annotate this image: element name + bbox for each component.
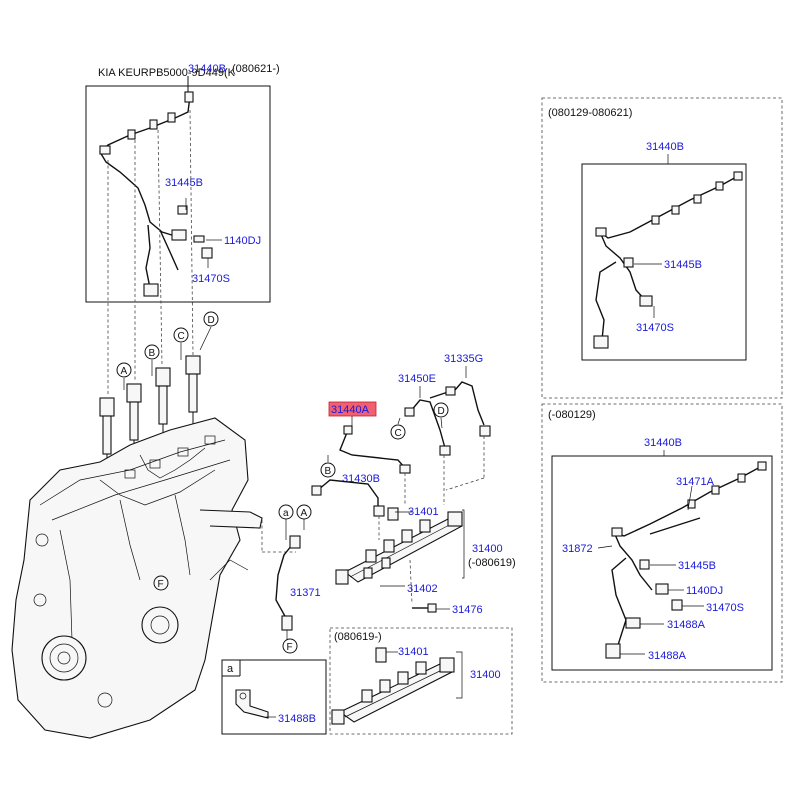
engine-letter-F[interactable]: F <box>153 575 169 591</box>
part-31445B-right-bottom[interactable]: 31445B <box>678 560 716 572</box>
part-31470S-main[interactable]: 31470S <box>192 273 230 285</box>
part-31440B-right-bottom[interactable]: 31440B <box>644 437 682 449</box>
svg-text:B: B <box>149 348 156 359</box>
bolt-31476[interactable] <box>412 603 437 613</box>
injector-2[interactable] <box>126 383 142 454</box>
pipe-31335G[interactable] <box>454 381 485 426</box>
bracket-31488B[interactable] <box>235 689 269 719</box>
right-top-date: (080129-080621) <box>548 107 632 119</box>
injector-4[interactable] <box>185 355 201 426</box>
right-top-inner-box <box>581 163 747 361</box>
right-bottom-harness-drawing <box>605 461 767 659</box>
high-pressure-pipes: 31440A 31450E 31335G 31430B B <box>275 353 491 654</box>
bracket-box <box>221 659 327 735</box>
part-31872[interactable]: 31872 <box>562 543 593 555</box>
right-bottom-date: (-080129) <box>548 409 596 421</box>
pipe-31450E[interactable] <box>409 399 446 449</box>
svg-text:A: A <box>121 366 128 377</box>
injector-3[interactable] <box>155 367 171 438</box>
part-1140DJ-main[interactable]: 1140DJ <box>224 235 261 247</box>
fuel-rail-early[interactable] <box>335 507 464 585</box>
rail-box <box>329 627 513 735</box>
pipe-letter-C[interactable]: C <box>390 424 406 440</box>
part-31401-railbox[interactable]: 31401 <box>398 646 429 658</box>
right-top-outer-box <box>541 97 783 399</box>
part-31488A-lower[interactable]: 31488A <box>648 650 687 662</box>
injectors-group: A B C D <box>99 311 219 468</box>
part-31402[interactable]: 31402 <box>407 583 438 595</box>
part-31400-railbox[interactable]: 31400 <box>470 669 501 681</box>
right-top-harness-drawing <box>593 171 743 349</box>
right-bottom-inner-box <box>551 455 773 671</box>
part-31470S-right-bottom[interactable]: 31470S <box>706 602 744 614</box>
part-31476[interactable]: 31476 <box>452 604 483 616</box>
part-31401-center[interactable]: 31401 <box>408 506 439 518</box>
main-harness-group: KIA KEURPB5000-9D449(K 31440B (080621-) … <box>85 63 280 395</box>
part-31440B-main[interactable]: 31440B <box>188 63 226 75</box>
pipe-letter-A[interactable]: A <box>296 504 312 520</box>
part-31400-center[interactable]: 31400 <box>472 543 503 555</box>
right-top-group: (080129-080621) 31440B 31445B 31470S <box>541 97 783 399</box>
main-harness-date: (080621-) <box>232 63 280 75</box>
injector-letter-B[interactable]: B <box>144 344 160 360</box>
part-31488B[interactable]: 31488B <box>278 713 316 725</box>
highlight-31440A <box>328 401 377 417</box>
injector-letter-C[interactable]: C <box>173 327 189 343</box>
pipe-letter-a[interactable]: a <box>278 504 294 520</box>
svg-text:C: C <box>178 331 185 342</box>
part-31488A-upper[interactable]: 31488A <box>667 619 706 631</box>
pipe-31430B[interactable] <box>317 479 379 508</box>
rail-box-date: (080619-) <box>334 631 382 643</box>
svg-text:F: F <box>158 579 164 590</box>
part-1140DJ-right-bottom[interactable]: 1140DJ <box>686 585 723 597</box>
injector-letter-A[interactable]: A <box>116 362 132 378</box>
part-31450E[interactable]: 31450E <box>398 373 436 385</box>
rail-box-group: (080619-) 31401 31400 <box>329 627 513 735</box>
part-31440B-right-top[interactable]: 31440B <box>646 141 684 153</box>
engine-block[interactable] <box>11 417 263 739</box>
svg-text:F: F <box>287 642 293 653</box>
part-31445B-right-top[interactable]: 31445B <box>664 259 702 271</box>
pipe-letter-F[interactable]: F <box>282 638 298 654</box>
model-note-label: KIA KEURPB5000-9D449(K <box>98 67 236 79</box>
pipe-letter-B[interactable]: B <box>320 462 336 478</box>
fuel-rail-late[interactable] <box>331 647 455 725</box>
svg-text:D: D <box>208 315 215 326</box>
pipe-31371[interactable] <box>275 539 297 619</box>
main-harness-drawing <box>99 91 213 297</box>
part-31440A[interactable]: 31440A <box>331 404 370 416</box>
svg-text:a: a <box>283 508 289 519</box>
main-harness-box <box>85 85 271 303</box>
part-31445B-main[interactable]: 31445B <box>165 177 203 189</box>
part-31471A[interactable]: 31471A <box>676 476 715 488</box>
bracket-box-letter: a <box>227 663 234 675</box>
svg-text:D: D <box>438 406 445 417</box>
part-31335G[interactable]: 31335G <box>444 353 483 365</box>
svg-text:A: A <box>301 508 308 519</box>
right-bottom-group: (-080129) 31440B 31471A 31872 31445B 114… <box>541 403 783 683</box>
bracket-box-group: a 31488B <box>221 659 327 735</box>
part-31371[interactable]: 31371 <box>290 587 321 599</box>
part-31400-date: (-080619) <box>468 557 516 569</box>
pipe-31440A[interactable] <box>339 429 406 469</box>
svg-text:C: C <box>395 428 402 439</box>
injector-letter-D[interactable]: D <box>203 311 219 327</box>
right-bottom-outer-box <box>541 403 783 683</box>
svg-text:B: B <box>325 466 332 477</box>
part-31470S-right-top[interactable]: 31470S <box>636 322 674 334</box>
pipe-letter-D[interactable]: D <box>433 402 449 418</box>
